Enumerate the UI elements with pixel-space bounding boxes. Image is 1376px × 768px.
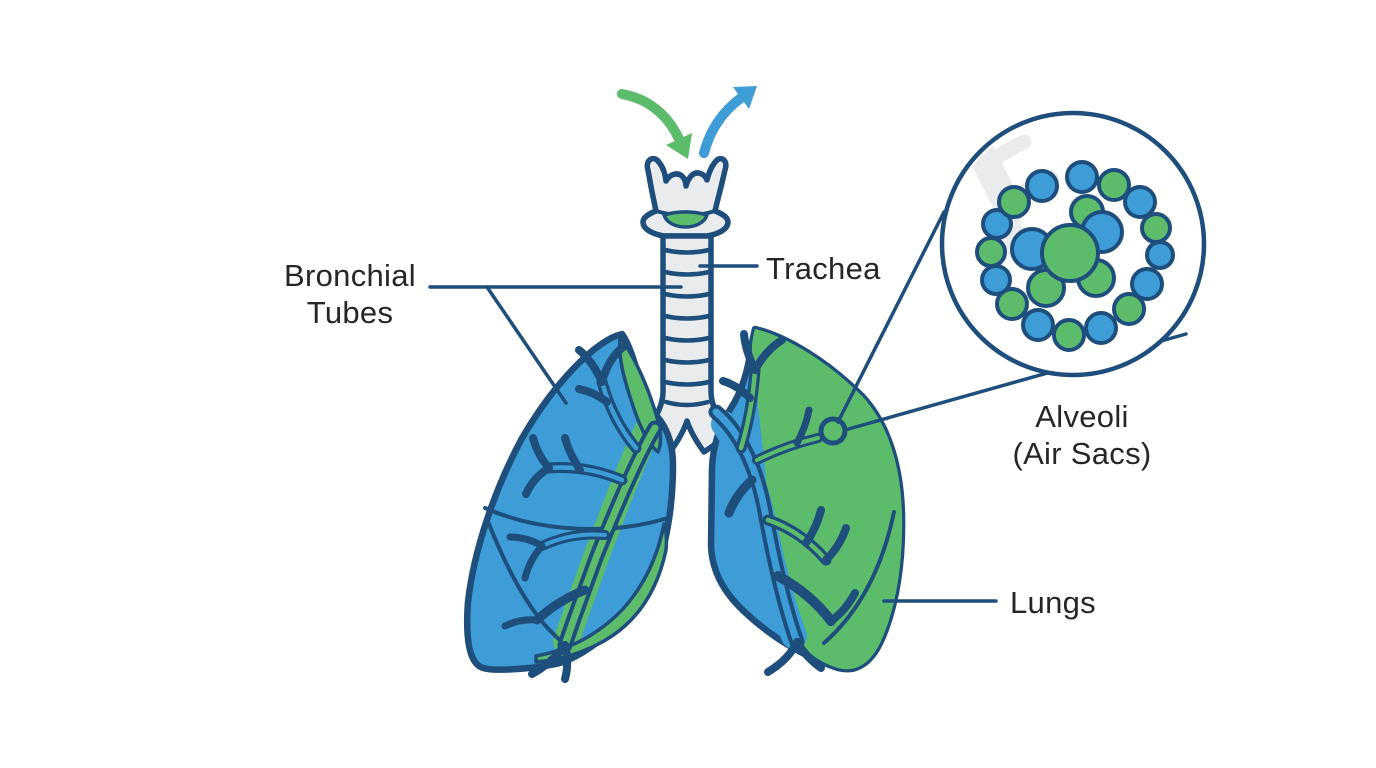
trachea-rings — [662, 247, 712, 408]
alveoli-inset-circle — [939, 110, 1207, 378]
label-trachea: Trachea — [766, 251, 881, 286]
alveoli-cluster — [975, 160, 1175, 352]
label-alveoli: Alveoli (Air Sacs) — [982, 398, 1182, 472]
label-bronchial-tubes-line1: Bronchial — [284, 258, 416, 293]
exhale-arrow-icon — [699, 86, 757, 158]
label-bronchial-tubes-line2: Tubes — [306, 295, 394, 330]
inhale-arrow-icon — [617, 89, 692, 159]
larynx-illustration — [640, 155, 731, 239]
right-lung-illustration — [707, 325, 906, 676]
left-lung-illustration — [463, 330, 677, 683]
trachea-illustration — [641, 233, 733, 455]
label-lungs: Lungs — [1010, 585, 1096, 620]
left-base-green-strip — [534, 522, 669, 664]
left-bronchial-tree — [501, 343, 663, 683]
leader-lines — [428, 264, 998, 603]
label-alveoli-line1: Alveoli — [1035, 399, 1129, 434]
leader-line-bronchial-tubes-branch — [485, 285, 568, 405]
label-bronchial-tubes: Bronchial Tubes — [258, 257, 442, 331]
right-bronchial-tree — [708, 330, 859, 676]
label-alveoli-line2: (Air Sacs) — [1012, 436, 1152, 471]
